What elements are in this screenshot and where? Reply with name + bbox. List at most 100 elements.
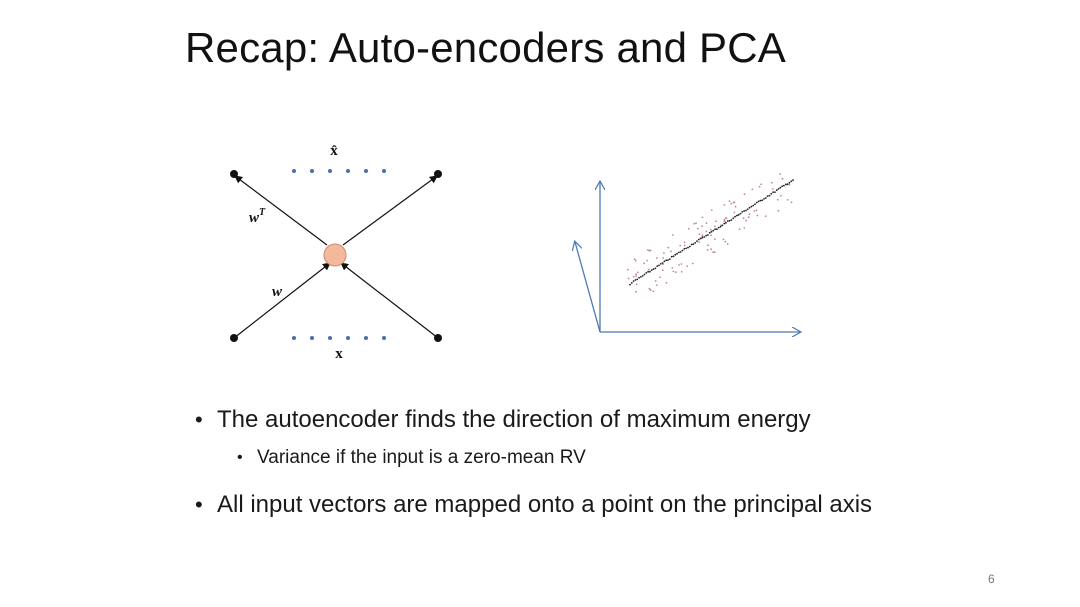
scatter-point xyxy=(661,269,664,272)
projected-point xyxy=(766,195,769,197)
scatter-point xyxy=(748,213,751,216)
scatter-point xyxy=(635,283,638,286)
projected-point xyxy=(745,209,747,212)
scatter-point xyxy=(733,201,736,204)
scatter-point xyxy=(648,288,651,290)
projected-point xyxy=(672,255,675,258)
projected-point xyxy=(690,243,693,246)
scatter-point xyxy=(764,215,767,218)
bullet-item: The autoencoder finds the direction of m… xyxy=(195,400,955,440)
scatter-point xyxy=(701,225,703,227)
projected-point xyxy=(761,199,764,202)
projected-point xyxy=(714,228,716,231)
scatter-point xyxy=(659,276,661,279)
projected-point xyxy=(774,191,776,193)
projected-point xyxy=(755,201,758,204)
projected-point xyxy=(679,251,682,253)
projected-point xyxy=(667,259,669,261)
projected-point xyxy=(757,200,760,203)
projected-point xyxy=(678,251,680,254)
projected-point xyxy=(630,282,633,284)
scatter-point xyxy=(671,267,674,269)
scatter-point xyxy=(686,265,688,267)
output-label: x̂ xyxy=(330,143,338,159)
scatter-point xyxy=(756,214,759,217)
bullet-item: All input vectors are mapped onto a poin… xyxy=(195,484,955,526)
scatter-point xyxy=(753,210,756,212)
projected-point xyxy=(638,276,640,279)
projected-point xyxy=(737,213,740,216)
scatter-point xyxy=(655,284,658,286)
scatter-point xyxy=(745,219,747,222)
scatter-point xyxy=(730,202,733,205)
scatter-point xyxy=(680,263,683,265)
scatter-point xyxy=(634,259,637,262)
scatter-point xyxy=(701,234,704,236)
projected-point xyxy=(703,236,706,238)
projected-point xyxy=(629,283,631,286)
scatter-point xyxy=(743,193,746,196)
scatter-point xyxy=(696,227,699,230)
scatter-point xyxy=(649,249,652,252)
scatter-point xyxy=(779,173,782,175)
scatter-point xyxy=(698,241,701,243)
projected-point xyxy=(748,206,751,209)
scatter-point xyxy=(683,241,686,244)
projected-point xyxy=(788,181,791,184)
projected-point xyxy=(736,214,738,217)
decoder-arrow-left xyxy=(234,175,328,246)
scatter-point xyxy=(790,201,793,204)
projected-point xyxy=(641,275,644,277)
projected-point xyxy=(658,264,660,267)
projected-point xyxy=(674,253,677,256)
projected-point xyxy=(790,180,793,183)
sub-bullet-item: Variance if the input is a zero-mean RV xyxy=(237,440,955,476)
encoder-weight-label: w xyxy=(272,284,283,300)
scatter-point xyxy=(724,217,727,219)
projected-point xyxy=(645,272,648,274)
bullet-list: The autoencoder finds the direction of m… xyxy=(195,400,955,526)
projected-point xyxy=(739,212,742,215)
scatter-point xyxy=(726,243,729,245)
projected-point xyxy=(694,242,697,244)
projected-point xyxy=(654,267,657,270)
scatter-point xyxy=(649,289,652,292)
z-axis xyxy=(575,242,601,333)
projected-point xyxy=(708,231,711,234)
projected-point xyxy=(683,248,686,250)
scatter-point xyxy=(662,257,665,259)
scatter-point xyxy=(772,188,774,190)
scatter-point xyxy=(678,264,680,266)
projected-point xyxy=(716,228,718,231)
projected-point xyxy=(652,268,655,270)
scatter-point xyxy=(635,273,637,276)
scatter-point xyxy=(665,281,668,284)
projected-point xyxy=(763,198,765,200)
scatter-point xyxy=(635,290,637,293)
scatter-point xyxy=(714,251,716,253)
projected-point xyxy=(681,249,684,252)
projected-point xyxy=(786,183,789,186)
scatter-point xyxy=(712,251,714,254)
projected-point xyxy=(770,192,773,195)
scatter-point xyxy=(636,271,639,274)
projected-point xyxy=(768,194,771,197)
projected-point xyxy=(734,215,736,218)
scatter-point xyxy=(733,211,736,214)
page-number: 6 xyxy=(988,572,995,586)
input-dots xyxy=(292,336,386,340)
scatter-point xyxy=(777,209,780,212)
scatter-point xyxy=(706,249,709,251)
projected-point xyxy=(792,179,794,181)
scatter-point xyxy=(626,268,629,271)
slide-title: Recap: Auto-encoders and PCA xyxy=(185,24,786,71)
scatter-point xyxy=(705,230,708,233)
scatter-point xyxy=(633,258,636,261)
scatter-point xyxy=(687,227,690,230)
projected-point xyxy=(781,185,783,188)
scatter-point xyxy=(751,188,754,191)
scatter-point xyxy=(724,240,727,243)
projected-point xyxy=(640,276,642,278)
projected-point xyxy=(779,186,782,189)
